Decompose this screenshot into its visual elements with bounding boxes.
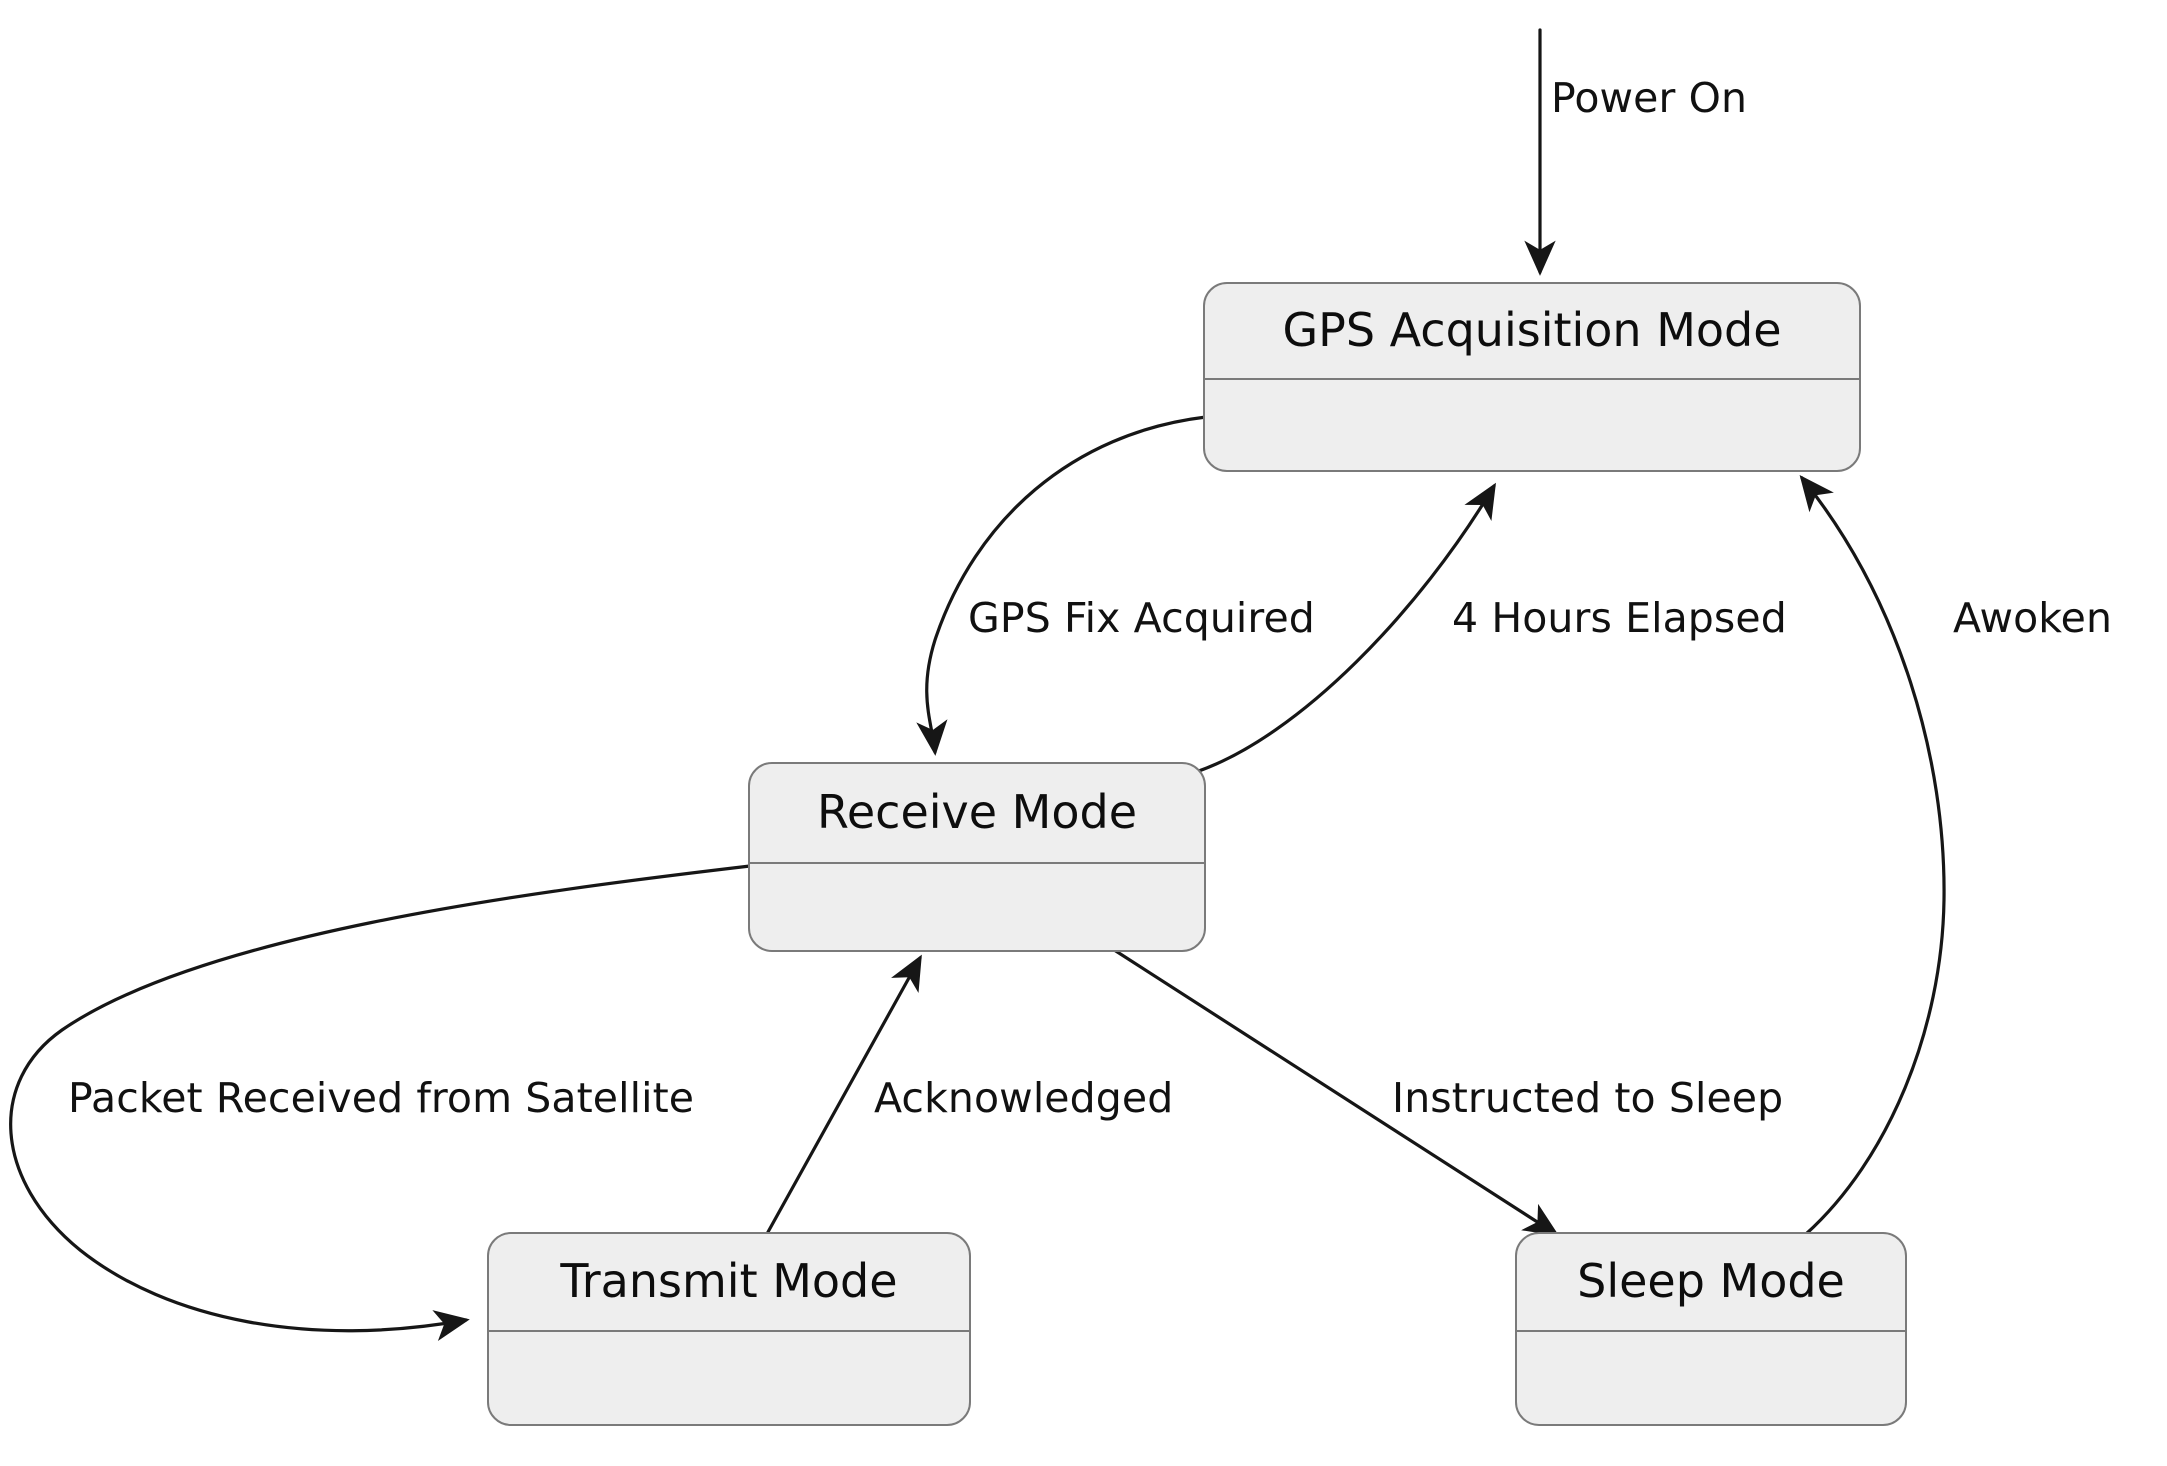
state-label: GPS Acquisition Mode <box>1282 302 1782 357</box>
edge-label-power-on: Power On <box>1551 74 1748 122</box>
state-node-gps-acquisition-mode[interactable]: GPS Acquisition Mode <box>1203 282 1861 472</box>
state-node-sleep-mode[interactable]: Sleep Mode <box>1515 1232 1907 1426</box>
state-title-row: Transmit Mode <box>489 1234 969 1332</box>
edge-label-four-hours-elapsed: 4 Hours Elapsed <box>1452 594 1787 642</box>
edge-awoken <box>1799 475 1946 1236</box>
edge-label-acknowledged: Acknowledged <box>874 1074 1174 1122</box>
edge-packet-received-from-satellite <box>9 864 752 1341</box>
edge-label-packet-received-from-satellite: Packet Received from Satellite <box>68 1074 695 1122</box>
state-label: Receive Mode <box>816 784 1138 839</box>
state-body <box>489 1332 969 1424</box>
state-body <box>1517 1332 1905 1424</box>
state-node-receive-mode[interactable]: Receive Mode <box>748 762 1206 952</box>
state-title-row: Sleep Mode <box>1517 1234 1905 1332</box>
state-title-row: Receive Mode <box>750 764 1204 864</box>
state-body <box>1205 380 1859 470</box>
state-body <box>750 864 1204 950</box>
edge-acknowledged <box>766 954 922 1234</box>
edge-label-gps-fix-acquired: GPS Fix Acquired <box>968 594 1315 642</box>
edge-label-awoken: Awoken <box>1953 594 2113 642</box>
edge-label-instructed-to-sleep: Instructed to Sleep <box>1392 1074 1784 1122</box>
edge-instructed-to-sleep <box>1106 944 1560 1237</box>
state-title-row: GPS Acquisition Mode <box>1205 284 1859 380</box>
edge-four-hours-elapsed <box>1194 482 1496 774</box>
state-label: Sleep Mode <box>1577 1253 1845 1308</box>
state-label: Transmit Mode <box>560 1253 898 1308</box>
edge-gps-fix-acquired <box>916 415 1208 756</box>
state-node-transmit-mode[interactable]: Transmit Mode <box>487 1232 971 1426</box>
